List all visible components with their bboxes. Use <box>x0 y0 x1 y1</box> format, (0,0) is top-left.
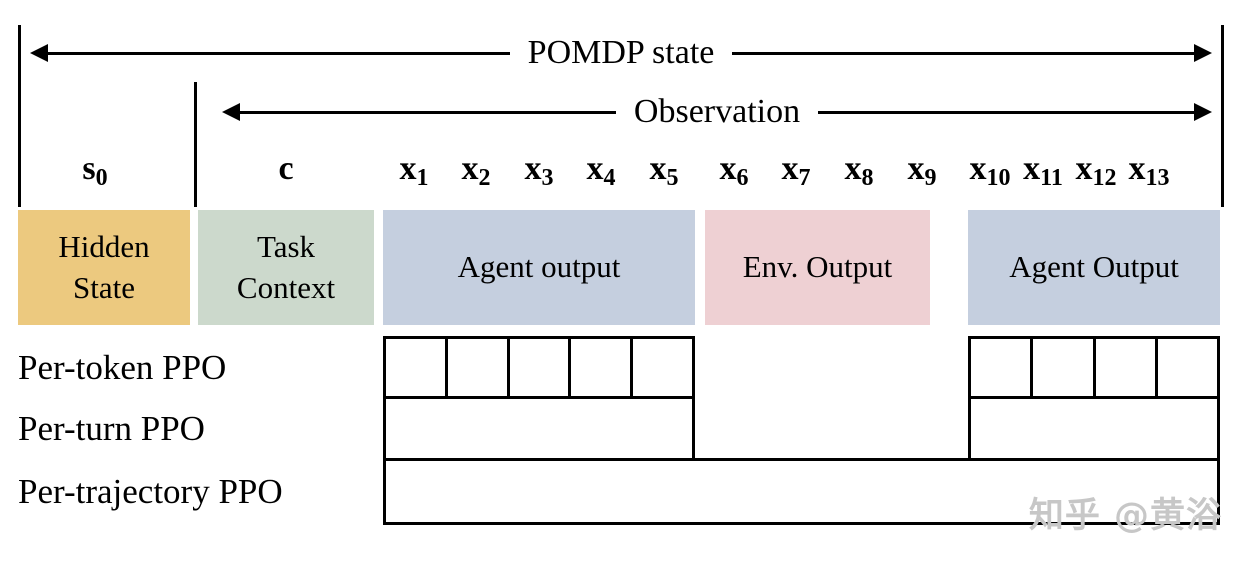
token-cell <box>1154 339 1217 396</box>
per-turn-box-left <box>383 396 695 461</box>
token-cell <box>568 339 630 396</box>
token-x10: x10 <box>969 150 1011 191</box>
token-cell <box>1030 339 1092 396</box>
env-output-block: Env. Output <box>705 210 930 325</box>
token-x4: x4 <box>586 150 616 191</box>
arrow-line <box>732 51 1195 55</box>
per-token-ppo-label: Per-token PPO <box>18 347 227 387</box>
token-x5: x5 <box>649 150 679 191</box>
right-bracket-bar <box>1221 25 1224 207</box>
observation-span-arrow: Observation <box>222 90 1212 134</box>
token-cell <box>386 339 445 396</box>
arrow-left-icon <box>222 103 240 121</box>
arrow-left-icon <box>30 44 48 62</box>
per-trajectory-ppo-label: Per-trajectory PPO <box>18 471 283 511</box>
token-cell <box>630 339 692 396</box>
per-turn-ppo-label: Per-turn PPO <box>18 408 205 448</box>
token-cell <box>971 339 1030 396</box>
arrow-right-icon <box>1194 103 1212 121</box>
token-x6: x6 <box>719 150 749 191</box>
pomdp-state-span-arrow: POMDP state <box>30 31 1213 75</box>
token-s0: s0 <box>82 150 108 191</box>
arrow-right-icon <box>1194 44 1213 62</box>
pomdp-state-label: POMDP state <box>527 34 715 71</box>
agent-output-block-1: Agent output <box>383 210 695 325</box>
token-x8: x8 <box>844 150 874 191</box>
token-x3: x3 <box>524 150 554 191</box>
per-token-cells-left <box>383 336 695 399</box>
token-x7: x7 <box>781 150 811 191</box>
per-token-cells-right <box>968 336 1220 399</box>
token-cell <box>1092 339 1155 396</box>
token-x12: x12 <box>1075 150 1117 191</box>
task-context-block: Task Context <box>198 210 374 325</box>
watermark-text: 知乎 @黄浴 <box>1028 496 1222 536</box>
agent-output-block-2: Agent Output <box>968 210 1220 325</box>
mid-bracket-bar <box>194 82 197 207</box>
token-x1: x1 <box>399 150 429 191</box>
per-turn-box-right <box>968 396 1220 461</box>
arrow-line <box>240 110 616 114</box>
token-c: c <box>278 150 294 187</box>
observation-label: Observation <box>633 93 801 130</box>
hidden-state-block: Hidden State <box>18 210 190 325</box>
token-x2: x2 <box>461 150 491 191</box>
per-trajectory-box <box>383 458 1220 525</box>
token-x13: x13 <box>1128 150 1170 191</box>
token-x9: x9 <box>907 150 937 191</box>
left-bracket-bar <box>18 25 21 207</box>
token-x11: x11 <box>1023 150 1063 191</box>
token-cell <box>444 339 507 396</box>
arrow-line <box>48 51 510 55</box>
token-cell <box>506 339 569 396</box>
arrow-line <box>818 110 1194 114</box>
